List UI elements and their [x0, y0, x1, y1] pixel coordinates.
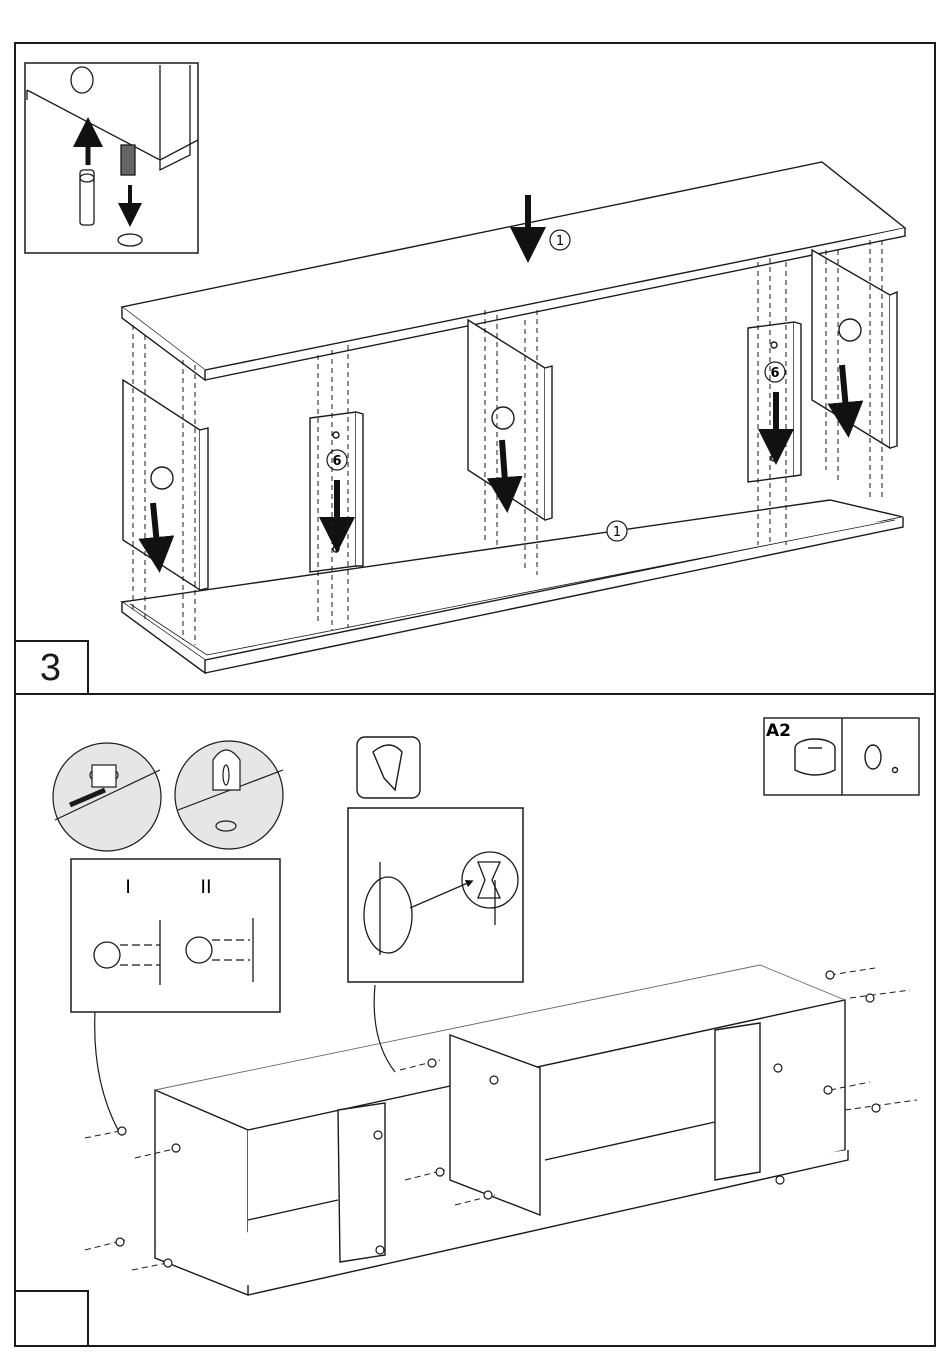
label-step-ii: II [200, 876, 211, 898]
callout-bottom-panel: 1 [613, 525, 621, 540]
cover-cap-detail-box [348, 808, 523, 982]
center-side-panel [468, 320, 552, 520]
dowel-detail-inset [25, 63, 198, 253]
leader-line [95, 1012, 118, 1130]
label-step-i: I [125, 876, 131, 898]
callout-divider-left: 6 [332, 454, 341, 469]
dowel-zoom [175, 741, 283, 849]
hardware-code: A2 [766, 721, 791, 741]
cabinet-assembly [155, 965, 848, 1295]
callout-divider-right: 6 [770, 366, 779, 381]
center-panel-arrow-icon [502, 440, 506, 495]
callout-top-panel: 1 [556, 234, 564, 249]
leader-line [374, 985, 395, 1072]
cam-lock-zoom [53, 743, 161, 851]
sticker-icon [357, 737, 420, 798]
right-side-panel [812, 250, 897, 448]
rotation-detail-box [71, 859, 280, 1012]
